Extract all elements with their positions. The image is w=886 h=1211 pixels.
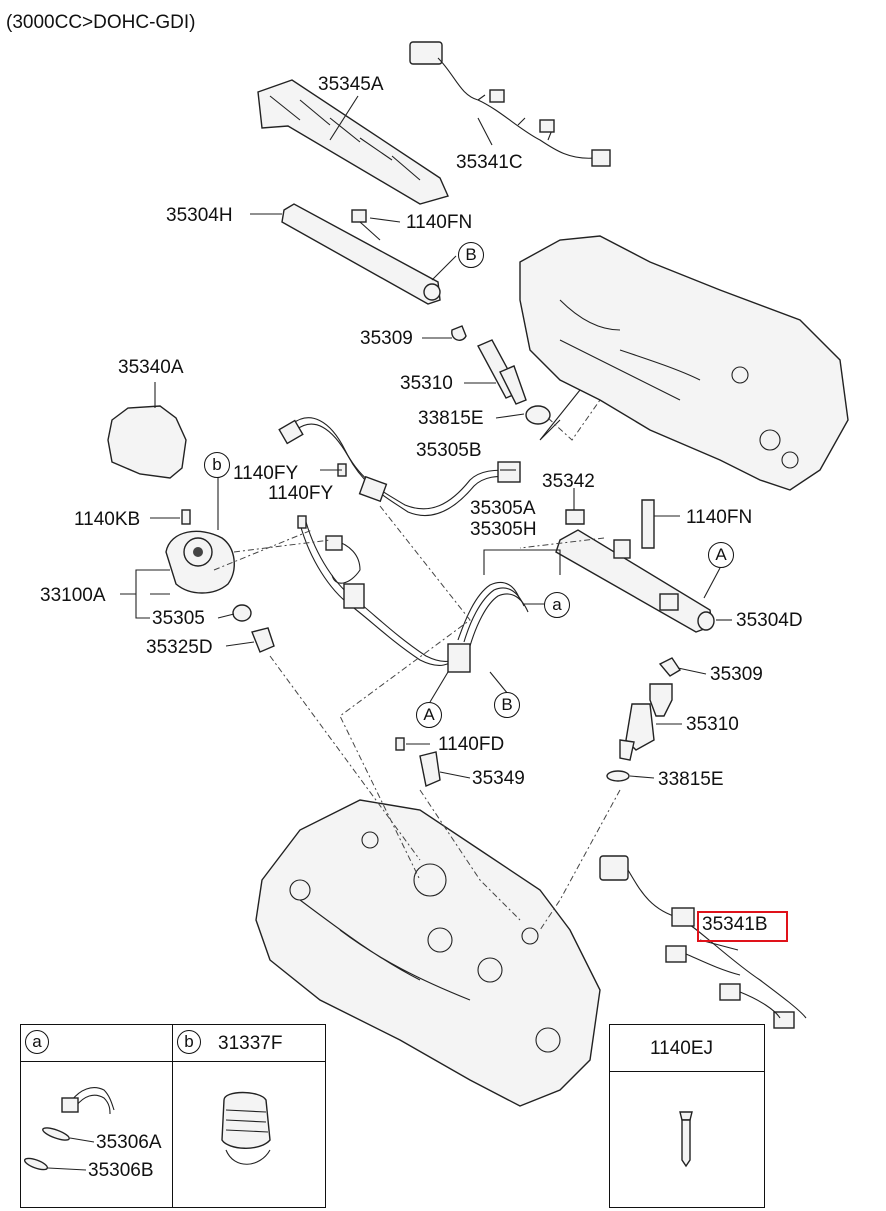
wire-harness-bottom-drawing xyxy=(599,855,807,1029)
fuel-rail-right-drawing xyxy=(555,499,715,633)
cylinder-head-right-drawing xyxy=(519,235,849,491)
injector-mid-drawing xyxy=(619,683,673,761)
wire-harness-top-drawing xyxy=(409,41,611,167)
seal-mid-drawing xyxy=(606,770,630,782)
seal-top-drawing xyxy=(525,405,551,425)
label-35304H[interactable]: 35304H xyxy=(166,205,233,226)
label-35325D[interactable]: 35325D xyxy=(146,637,213,658)
cap-35325D-drawing xyxy=(251,627,275,653)
label-1140FN-mid[interactable]: 1140FN xyxy=(686,507,753,528)
bolt-1140KB-drawing xyxy=(181,509,191,525)
legend-a-item-35306B[interactable]: 35306B xyxy=(88,1160,154,1181)
assembly-lines xyxy=(213,399,621,931)
label-35341B[interactable]: 35341B xyxy=(702,914,768,935)
label-1140KB[interactable]: 1140KB xyxy=(74,509,141,530)
legend-a-key: a xyxy=(25,1030,49,1054)
label-35310-mid[interactable]: 35310 xyxy=(686,714,739,735)
feed-pipe-drawing xyxy=(299,521,467,666)
bolt-1140FY-b-drawing xyxy=(297,515,307,529)
callout-a-hose[interactable]: a xyxy=(544,592,570,618)
coil-drawing xyxy=(107,382,187,479)
callout-B-top[interactable]: B xyxy=(458,242,484,268)
engine-cover-drawing xyxy=(257,79,449,205)
callout-b-pump[interactable]: b xyxy=(204,452,230,478)
label-35349[interactable]: 35349 xyxy=(472,768,525,789)
label-35345A[interactable]: 35345A xyxy=(318,74,384,95)
label-1140FY-a[interactable]: 1140FY xyxy=(233,463,299,484)
label-33815E-top[interactable]: 33815E xyxy=(418,408,484,429)
engine-block-drawing xyxy=(255,799,601,1107)
label-33815E-mid[interactable]: 33815E xyxy=(658,769,724,790)
legend-a-item-35306A[interactable]: 35306A xyxy=(96,1132,162,1153)
label-35310-top[interactable]: 35310 xyxy=(400,373,453,394)
highlight-35341B xyxy=(697,911,788,942)
bracket-drawing xyxy=(419,751,441,787)
label-35304D[interactable]: 35304D xyxy=(736,610,803,631)
callout-B-bottom[interactable]: B xyxy=(494,692,520,718)
label-35341C[interactable]: 35341C xyxy=(456,152,523,173)
label-35305H[interactable]: 35305H xyxy=(470,519,537,540)
label-35309-top[interactable]: 35309 xyxy=(360,328,413,349)
callout-A-bottom[interactable]: A xyxy=(416,702,442,728)
label-35305A[interactable]: 35305A xyxy=(470,498,536,519)
label-35309-mid[interactable]: 35309 xyxy=(710,664,763,685)
label-35342[interactable]: 35342 xyxy=(542,471,595,492)
label-1140FD[interactable]: 1140FD xyxy=(438,734,505,755)
leader-lines xyxy=(120,95,739,951)
label-1140FN-top[interactable]: 1140FN xyxy=(406,212,473,233)
label-33100A[interactable]: 33100A xyxy=(40,585,106,606)
clip-mid-drawing xyxy=(658,657,681,677)
engine-variant-title: (3000CC>DOHC-GDI) xyxy=(6,12,196,33)
legend-b-part[interactable]: 31337F xyxy=(218,1033,283,1054)
legend-bolt-header xyxy=(609,1024,765,1072)
hose-bundle-drawing xyxy=(447,581,529,673)
label-35340A[interactable]: 35340A xyxy=(118,357,184,378)
label-35305[interactable]: 35305 xyxy=(152,608,205,629)
legend-bolt-part[interactable]: 1140EJ xyxy=(650,1038,714,1059)
callout-A-right[interactable]: A xyxy=(708,542,734,568)
oring-35305-drawing xyxy=(232,604,252,622)
injector-top-drawing xyxy=(477,339,527,405)
bolt-1140FD-drawing xyxy=(395,737,405,751)
legend-b-key: b xyxy=(177,1030,201,1054)
fuel-rail-top-drawing xyxy=(250,203,441,305)
fuel-pump-drawing xyxy=(150,530,235,595)
legend-drawings xyxy=(23,1087,693,1171)
clip-top-drawing xyxy=(451,325,467,341)
legend-b-body xyxy=(172,1061,326,1208)
label-1140FY-b[interactable]: 1140FY xyxy=(268,483,334,504)
label-35305B[interactable]: 35305B xyxy=(416,440,482,461)
pipe-35305B-drawing xyxy=(278,417,521,516)
